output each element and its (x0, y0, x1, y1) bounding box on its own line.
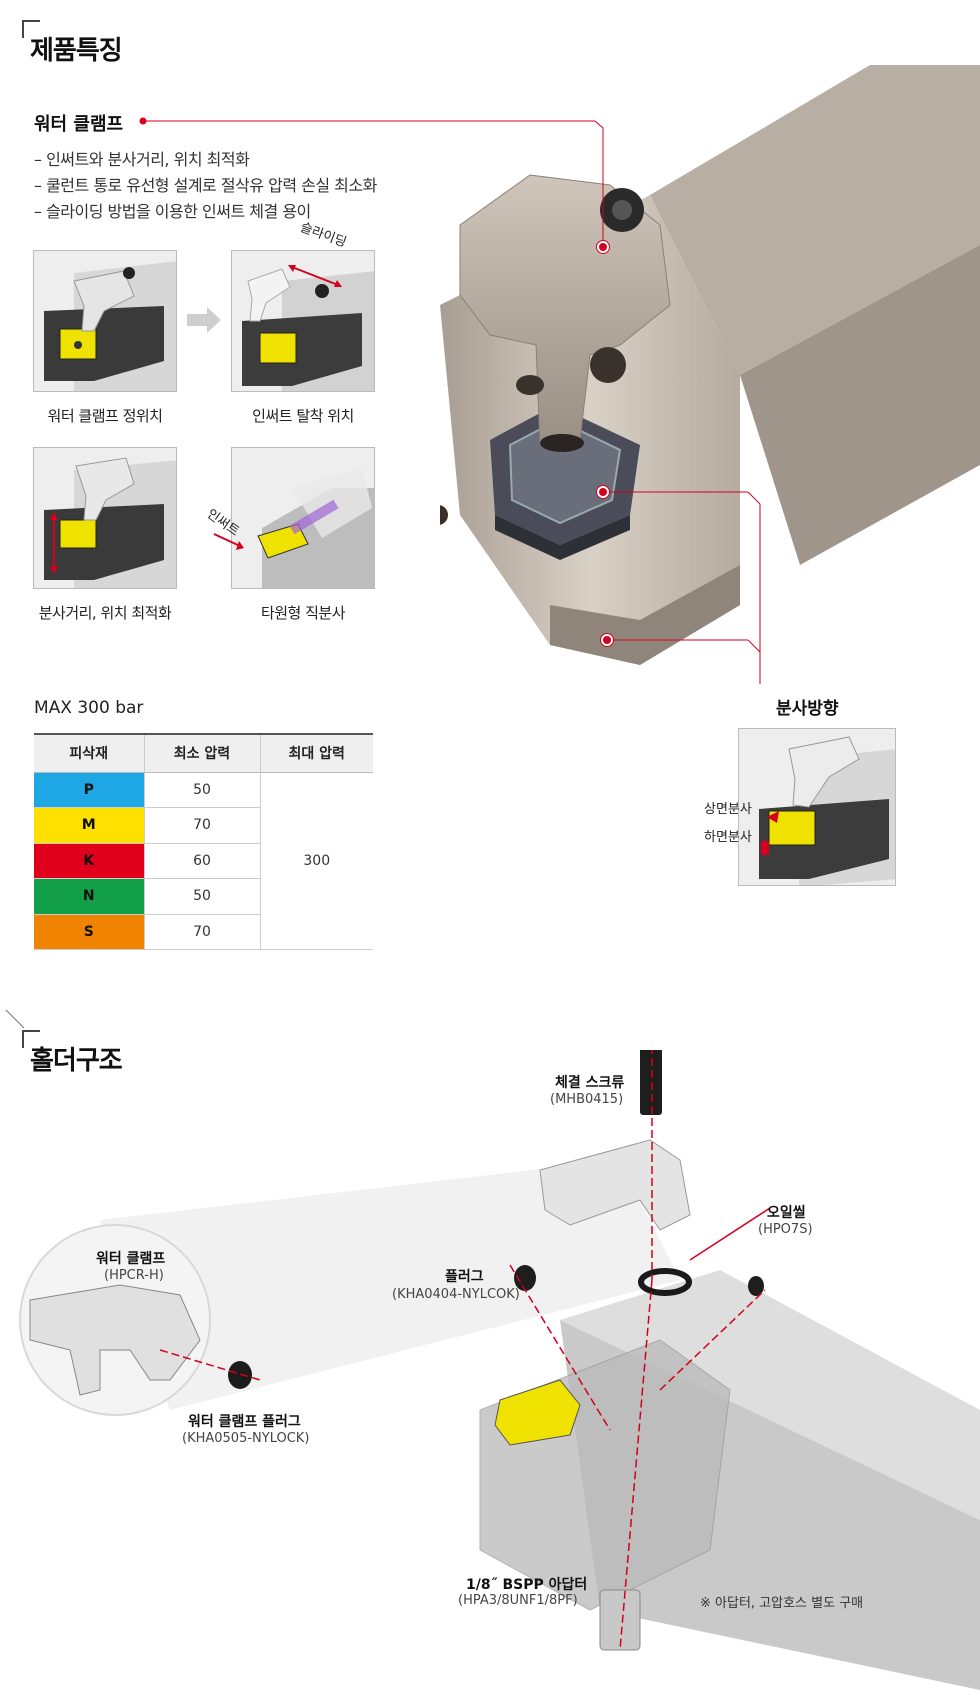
material-cell: N (34, 878, 144, 915)
thumb-elliptical-spray (231, 447, 375, 589)
part-code: (HPA3/8UNF1/8PF) (458, 1593, 578, 1608)
thumb-caption: 분사거리, 위치 최적화 (38, 604, 172, 622)
part-code: (MHB0415) (550, 1092, 624, 1107)
min-pressure-cell: 50 (143, 772, 260, 808)
section-title-structure: 홀더구조 (30, 1046, 123, 1076)
table-row: S 70 (34, 914, 373, 950)
section-title-features: 제품특징 (30, 36, 123, 66)
pressure-table: 피삭재 최소 압력 최대 압력 P 50 300 M 70 K 60 N 50 … (34, 733, 373, 950)
table-header: 최대 압력 (259, 733, 373, 773)
min-pressure-cell: 70 (143, 807, 260, 844)
part-name: 1/8˝ BSPP 아답터 (466, 1577, 588, 1593)
spray-title: 분사방향 (776, 699, 839, 719)
part-code: (KHA0404-NYLCOK) (392, 1287, 520, 1302)
holder-hero-image (428, 45, 980, 729)
callout-dot (601, 634, 613, 646)
thumb-insert-release (231, 250, 375, 392)
thumb-clamp-home (33, 250, 177, 392)
callout-dot (597, 486, 609, 498)
min-pressure-cell: 70 (143, 914, 260, 950)
section-corner-mark (22, 1030, 40, 1048)
material-cell: S (34, 914, 144, 950)
min-pressure-cell: 50 (143, 878, 260, 915)
spray-top-label: 상면분사 (704, 802, 752, 817)
callout-dot (597, 241, 609, 253)
part-code: (HPO7S) (758, 1222, 813, 1237)
material-cell: P (34, 772, 144, 808)
table-header: 최소 압력 (143, 733, 260, 773)
feature-item: – 슬라이딩 방법을 이용한 인써트 체결 용이 (34, 202, 311, 221)
section-corner-mark (22, 20, 40, 38)
table-row: K 60 (34, 843, 373, 879)
feature-item: – 쿨런트 통로 유선형 설계로 절삭유 압력 손실 최소화 (34, 176, 377, 195)
arrow-right-icon (187, 305, 223, 339)
part-name: 워터 클램프 (96, 1251, 166, 1267)
part-name: 플러그 (445, 1269, 484, 1285)
part-code: (HPCR-H) (104, 1268, 164, 1283)
feature-item: – 인써트와 분사거리, 위치 최적화 (34, 150, 250, 169)
arrow-insert-icon (212, 530, 246, 558)
part-name: 오일씰 (767, 1205, 806, 1221)
table-row: N 50 (34, 878, 373, 915)
section-corner-mark (4, 1008, 44, 1052)
thumb-caption: 타원형 직분사 (260, 604, 346, 622)
thumb-spray-distance (33, 447, 177, 589)
feature-title: 워터 클램프 (34, 114, 124, 135)
material-cell: K (34, 843, 144, 879)
callout-lines (0, 0, 980, 764)
part-name: 체결 스크류 (555, 1075, 625, 1091)
part-name: 워터 클램프 플러그 (188, 1414, 301, 1430)
exploded-view-image (0, 1010, 980, 1701)
part-code: (KHA0505-NYLOCK) (182, 1431, 310, 1446)
min-pressure-cell: 60 (143, 843, 260, 879)
spray-direction-image (738, 728, 896, 886)
material-cell: M (34, 807, 144, 844)
table-row: P 50 300 (34, 772, 373, 950)
purchase-note: ※ 아답터, 고압호스 별도 구매 (700, 1596, 864, 1611)
spray-bottom-label: 하면분사 (704, 830, 752, 845)
table-header: 피삭재 (34, 733, 144, 773)
thumb-caption: 인써트 탈착 위치 (252, 407, 354, 425)
pressure-title: MAX 300 bar (34, 698, 144, 718)
max-pressure-cell: 300 (259, 772, 373, 950)
thumb-caption: 워터 클램프 정위치 (47, 407, 163, 425)
table-row: M 70 (34, 807, 373, 844)
